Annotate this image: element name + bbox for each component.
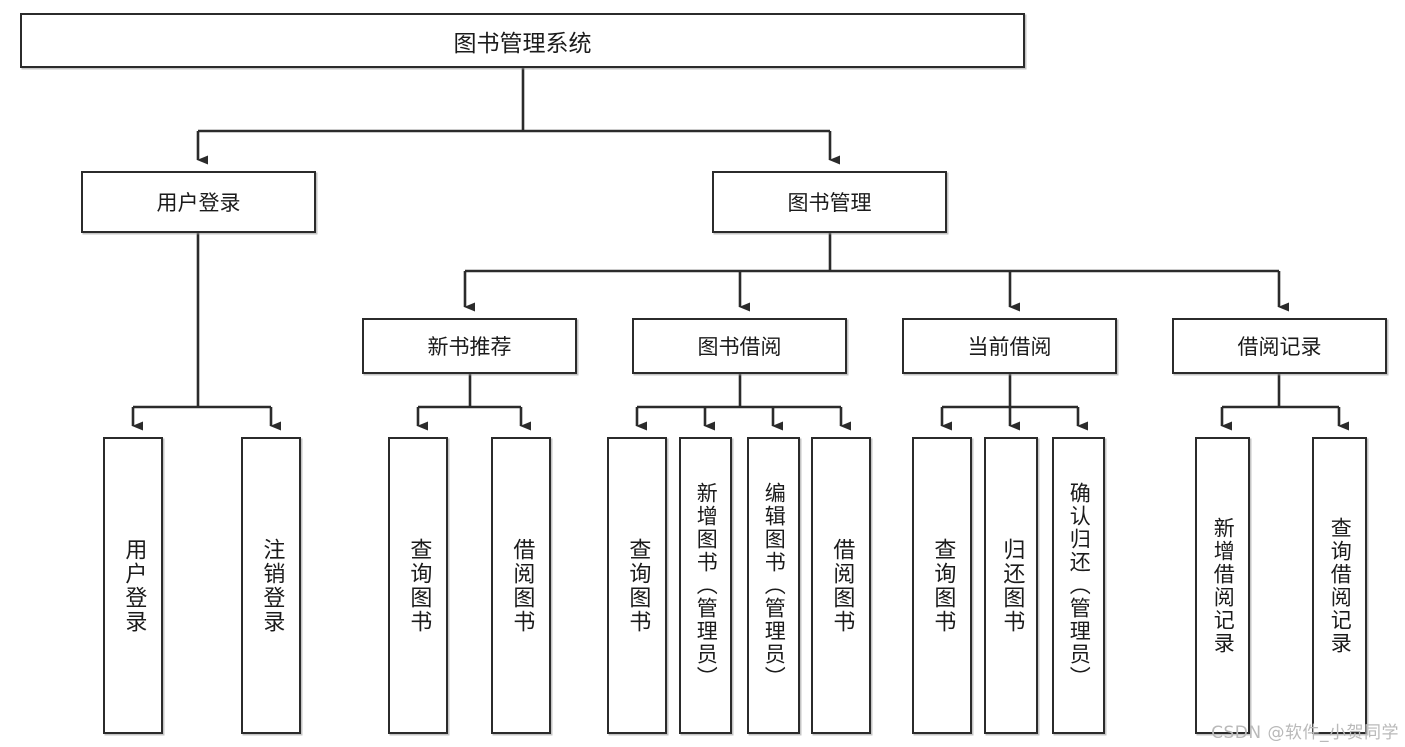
leaf-edit-book-admin[interactable]: 编辑图书（管理员）: [747, 437, 800, 734]
node-borrow-record[interactable]: 借阅记录: [1172, 318, 1387, 374]
leaf-label: 新增借阅记录: [1211, 516, 1236, 655]
leaf-confirm-return-admin[interactable]: 确认归还（管理员）: [1052, 437, 1105, 734]
leaf-query-book-current[interactable]: 查询图书: [912, 437, 972, 734]
leaf-logout[interactable]: 注销登录: [241, 437, 301, 734]
leaf-label: 借阅图书: [829, 537, 855, 634]
leaf-label: 查询图书: [406, 537, 432, 634]
node-label: 图书管理: [787, 191, 872, 215]
node-user-login[interactable]: 用户登录: [81, 171, 316, 233]
node-book-borrow[interactable]: 图书借阅: [632, 318, 847, 374]
leaf-label: 查询图书: [625, 537, 651, 634]
leaf-user-login[interactable]: 用户登录: [103, 437, 163, 734]
leaf-query-borrow-record[interactable]: 查询借阅记录: [1312, 437, 1367, 734]
leaf-label: 用户登录: [121, 537, 147, 634]
node-current-borrow[interactable]: 当前借阅: [902, 318, 1117, 374]
leaf-label: 查询借阅记录: [1328, 516, 1353, 655]
leaf-return-book[interactable]: 归还图书: [984, 437, 1038, 734]
leaf-label: 查询图书: [930, 537, 956, 634]
leaf-label: 归还图书: [999, 537, 1025, 634]
node-label: 图书管理系统: [453, 30, 592, 57]
leaf-label: 注销登录: [259, 537, 285, 634]
node-label: 用户登录: [156, 191, 241, 215]
node-label: 图书借阅: [697, 335, 782, 359]
leaf-borrow-book-recommend[interactable]: 借阅图书: [491, 437, 551, 734]
leaf-add-borrow-record[interactable]: 新增借阅记录: [1195, 437, 1250, 734]
node-root-system[interactable]: 图书管理系统: [20, 13, 1025, 68]
node-label: 借阅记录: [1237, 335, 1322, 359]
leaf-label: 借阅图书: [509, 537, 535, 634]
leaf-add-book-admin[interactable]: 新增图书（管理员）: [679, 437, 732, 734]
leaf-query-book-borrow[interactable]: 查询图书: [607, 437, 667, 734]
leaf-label: 确认归还（管理员）: [1067, 482, 1092, 689]
leaf-label: 新增图书（管理员）: [694, 482, 719, 689]
node-label: 当前借阅: [967, 335, 1052, 359]
leaf-query-book-recommend[interactable]: 查询图书: [388, 437, 448, 734]
node-new-book-recommend[interactable]: 新书推荐: [362, 318, 577, 374]
node-label: 新书推荐: [427, 335, 512, 359]
node-book-management[interactable]: 图书管理: [712, 171, 947, 233]
leaf-label: 编辑图书（管理员）: [762, 482, 787, 689]
leaf-borrow-book[interactable]: 借阅图书: [811, 437, 871, 734]
